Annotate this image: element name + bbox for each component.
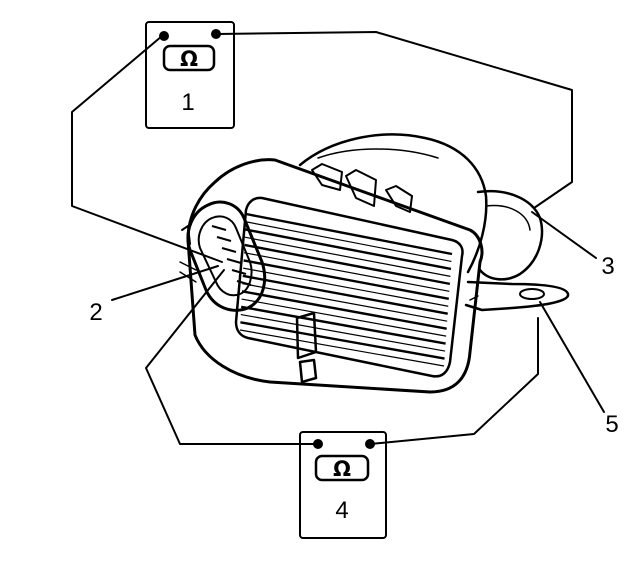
clip-left <box>311 163 343 191</box>
grille-slat <box>245 221 452 263</box>
mounting-hole <box>519 288 545 300</box>
callout-3: 3 <box>601 253 614 280</box>
connector-pin <box>211 225 227 231</box>
callout-5: 5 <box>605 411 618 438</box>
probe-terminal <box>211 29 221 39</box>
latch-tab <box>295 311 318 384</box>
connector-pin <box>216 236 232 242</box>
meter-number: 4 <box>335 497 348 524</box>
grille-slats <box>239 212 453 367</box>
lead-meter4-to-bracket <box>369 317 539 445</box>
electrical-connector <box>186 200 267 312</box>
grille-slat <box>244 236 451 277</box>
ohmmeter-4: Ω 4 <box>299 431 387 539</box>
ohm-symbol: Ω <box>180 47 198 71</box>
grille-slat <box>240 321 445 360</box>
connector-pin <box>236 280 252 286</box>
grille-slat <box>245 212 453 256</box>
leader-3 <box>531 211 597 259</box>
ohm-symbol: Ω <box>333 457 351 481</box>
grille-slat <box>243 259 450 300</box>
probe-terminal <box>365 439 375 449</box>
leader-2 <box>111 265 219 301</box>
meter-number: 1 <box>181 89 194 116</box>
connector-pin <box>226 258 242 264</box>
callout-2: 2 <box>89 299 102 326</box>
ohmmeter-1: Ω 1 <box>145 21 235 129</box>
grille-slat <box>241 298 447 337</box>
grille-slat <box>241 290 447 330</box>
housing-seam <box>317 148 439 159</box>
grille-slat <box>242 274 448 315</box>
end-cap <box>476 189 544 281</box>
leader-5 <box>539 301 605 413</box>
grille-slat <box>240 305 446 345</box>
grille-slat <box>240 313 446 352</box>
probe-terminal <box>313 439 323 449</box>
grille-face <box>234 196 464 378</box>
clip-right <box>385 185 413 213</box>
test-leads <box>71 31 573 445</box>
connector-inner <box>197 215 253 297</box>
grille-slat <box>243 252 450 292</box>
ohmmeter-icon <box>314 454 370 482</box>
grille-slat <box>239 329 445 367</box>
grille-slat <box>243 267 449 307</box>
connector-pin <box>231 269 247 275</box>
probe-terminal <box>159 31 169 41</box>
mounting-bracket <box>464 280 570 312</box>
lead-meter1-to-connector <box>71 35 223 263</box>
grille-slat <box>244 243 451 286</box>
grille-slat <box>244 228 452 271</box>
connector-pin <box>221 247 237 253</box>
motor-housing <box>298 133 488 274</box>
lead-meter1-to-ground <box>217 31 573 209</box>
meter-body <box>145 21 235 129</box>
grille-slat <box>242 283 448 322</box>
motor-unit-illustration <box>179 133 570 394</box>
meter-body <box>299 431 387 539</box>
ohmmeter-icon <box>162 44 216 72</box>
connector-pins <box>211 225 252 286</box>
clip-center <box>345 169 377 207</box>
lead-meter4-to-connector <box>145 269 319 445</box>
